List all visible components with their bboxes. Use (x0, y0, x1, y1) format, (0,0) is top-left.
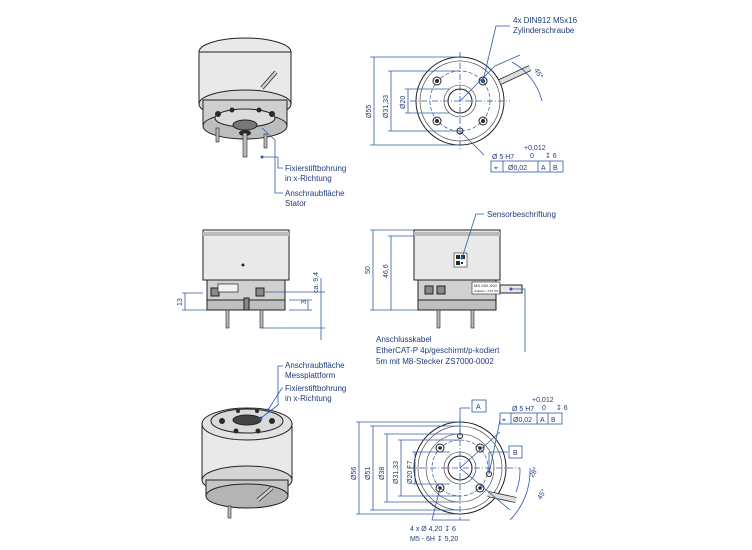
pin-bore-bottom-line1: Fixierstiftbohrung (285, 384, 346, 393)
tol-depth-top: ↧ 6 (545, 152, 557, 160)
top-view (410, 52, 532, 150)
side-right-dims (370, 229, 418, 311)
dim-d56: Ø56 (351, 467, 358, 480)
pos-sym-bottom: ⌖ (502, 417, 506, 424)
dim-angle28: 28° (528, 466, 540, 479)
holes-line2: M5 - 6H ↧ 5,20 (410, 535, 458, 543)
top-view-dims (370, 54, 543, 146)
tol-plus-top: +0,012 (524, 145, 546, 152)
dim-d38: Ø38 (379, 467, 386, 480)
sensor-plate-line2: Artikelnr.: XXX SN: 10003741 (474, 289, 514, 293)
pin-bore-bottom-line2: in x-Richtung (285, 394, 332, 403)
tolerance-top: Ø 5 H7 +0,012 0 ↧ 6 ⌖ Ø0,02 A B (459, 130, 564, 173)
side-view-right: MS X00-X00 Artikelnr.: XXX SN: 10003741 (413, 229, 523, 329)
sensor-label: Sensorbeschriftung (487, 210, 556, 219)
leader-plate (259, 365, 283, 420)
cable-line1: Anschlusskabel (376, 335, 432, 344)
screw-line2: Zylinderschraube (513, 26, 575, 35)
datum-b-top: B (553, 165, 558, 172)
datum-a-box: A (471, 399, 487, 413)
dim-50: 50 (365, 266, 372, 274)
leader-screw (481, 25, 510, 83)
datum-a-bottom-label: A (476, 404, 481, 411)
leader-pin-bore-top (260, 127, 283, 194)
dim-angle-top: 45° (532, 67, 544, 80)
tol-plus-bottom: +0,012 (532, 397, 554, 404)
pin-bore-top-line1: Fixierstiftbohrung (285, 164, 346, 173)
qr-code (453, 252, 468, 268)
dim-13: 13 (177, 298, 184, 306)
tol-hole-top: Ø 5 H7 (492, 154, 514, 161)
pos-sym-top: ⌖ (494, 165, 498, 172)
dim-466: 46,6 (383, 264, 390, 278)
datum-a-top: A (541, 165, 546, 172)
leader-holes (431, 487, 470, 521)
cable-line3: 5m mit M8-Stecker ZS7000-0002 (376, 357, 494, 366)
tol-depth-bottom: ↧ 6 (556, 404, 568, 412)
iso-view-bottom (201, 407, 293, 519)
dim-94: ca. 9,4 (313, 272, 320, 293)
dim-d51: Ø51 (365, 467, 372, 480)
dim-angle45: 45° (536, 488, 548, 501)
tol-zero-bottom: 0 (542, 405, 546, 412)
datum-b-box: B (508, 445, 523, 459)
screw-line1: 4x DIN912 M5x16 (513, 16, 578, 25)
cable-line2: EtherCAT-P 4p/geschirmt/p-kodiert (376, 346, 500, 355)
dim-3: 3 (301, 300, 308, 304)
iso-view-top (198, 37, 292, 158)
side-view-left (202, 229, 290, 329)
leader-sensor (460, 213, 484, 260)
holes-line1: 4 x Ø 4,20 ↧ 6 (410, 525, 456, 533)
plate-line1: Anschraubfläche (285, 361, 345, 370)
bottom-view (408, 418, 520, 520)
plate-line2: Messplattform (285, 371, 336, 380)
dim-d20-top: Ø20 (400, 96, 407, 109)
dim-d3133-top: Ø31,33 (383, 95, 390, 118)
datum-b-frame-bottom: B (551, 417, 556, 424)
dim-d55-top: Ø55 (366, 105, 373, 118)
leader-cable (509, 287, 526, 352)
tolerance-bottom: Ø 5 H7 +0,012 0 ↧ 6 ⌖ Ø0,02 A B (488, 397, 568, 475)
pin-bore-top-line2: in x-Richtung (285, 174, 332, 183)
pos-val-bottom: Ø0,02 (513, 417, 532, 424)
side-left-dims (182, 278, 325, 340)
stator-label: Anschraubfläche (285, 189, 345, 198)
tol-hole-bottom: Ø 5 H7 (512, 406, 534, 413)
dim-d3133-bottom: Ø31,33 (393, 461, 400, 484)
sensor-plate-line1: MS X00-X00 (474, 283, 497, 288)
datum-a-frame-bottom: A (540, 417, 545, 424)
tol-zero-top: 0 (530, 153, 534, 160)
pos-val-top: Ø0,02 (508, 165, 527, 172)
datum-b-bottom-label: B (513, 450, 518, 457)
bottom-view-dims (356, 407, 531, 521)
dim-d20f7: Ø20 F7 (407, 461, 414, 484)
stator-label-line2: Stator (285, 199, 307, 208)
